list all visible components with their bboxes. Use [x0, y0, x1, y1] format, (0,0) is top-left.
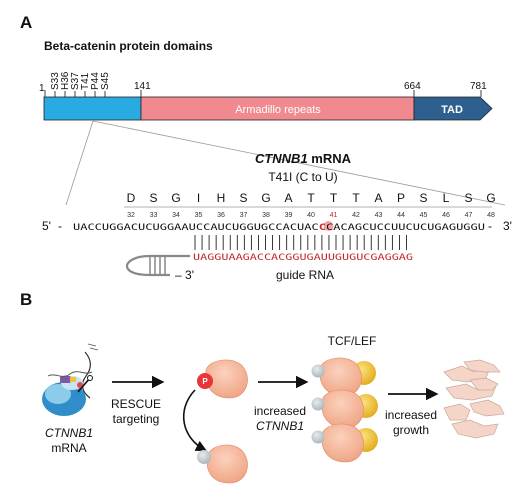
codon-number: 39 [285, 212, 293, 219]
rescue-label-line1: RESCUE [111, 397, 161, 411]
amino-acid: D [127, 191, 136, 205]
site-labels: 1 S33 H36 S37 T41 P44 S45 [39, 71, 111, 94]
site-label: S37 [70, 72, 81, 90]
sequence-right: CACAGCUCCUUCUCUGAGUGGU [326, 223, 485, 233]
hairpin-icon [125, 254, 190, 277]
tcf-lef-label: TCF/LEF [328, 334, 377, 348]
codon-number: 45 [420, 212, 428, 219]
amino-acid: S [419, 191, 427, 205]
zoom-line-right [92, 120, 506, 206]
position-141: 141 [134, 81, 151, 92]
codon-number-row: 32 33 34 35 36 37 38 39 40 41 42 43 44 45 46 47 48 [127, 212, 495, 219]
five-prime-label: 5' [42, 219, 51, 233]
amino-acid: A [374, 191, 382, 205]
codon-number: 42 [352, 212, 360, 219]
zoom-line-left [65, 120, 94, 206]
mrna-suffix: mRNA [308, 151, 352, 166]
panel-b-mrna-gene: CTNNB1 [45, 426, 93, 440]
amino-acid: S [239, 191, 247, 205]
codon-number: 40 [307, 212, 315, 219]
three-prime-label: 3' [503, 219, 512, 233]
amino-acid: I [197, 191, 200, 205]
growth-label: growth [393, 423, 429, 437]
mrna-ribosome-icon [42, 343, 99, 416]
sequence-left: UACCUGGACUCUGGAAUCCAUCUGGUGCCACUAC [73, 223, 319, 233]
armadillo-label: Armadillo repeats [235, 104, 321, 116]
guide-rna-label: guide RNA [276, 268, 334, 282]
codon-number: 35 [195, 212, 203, 219]
start-position: 1 [39, 83, 45, 94]
codon-number: 48 [487, 212, 495, 219]
amino-acid: H [217, 191, 226, 205]
phospho-beta-catenin: P [197, 359, 248, 399]
three-prime-dash: - [488, 219, 492, 233]
proliferating-cells-icon [443, 359, 505, 439]
codon-number: 46 [442, 212, 450, 219]
guide-sequence: UAGGUAAGACCACGGUGAUUGUGUCGAGGAG [193, 253, 413, 263]
site-label: P44 [90, 72, 101, 90]
increased-label: increased [254, 404, 306, 418]
position-781: 781 [470, 81, 487, 92]
amino-acid: T [307, 191, 315, 205]
mrna-title: CTNNB1 mRNA [255, 151, 352, 166]
five-prime-dash: - [58, 219, 62, 233]
degradation-arrow [182, 389, 207, 452]
guide-three-prime: – 3' [175, 268, 194, 282]
rescue-label-line2: targeting [113, 412, 160, 426]
n-terminal-domain [43, 96, 142, 121]
highlight-circle [323, 221, 334, 231]
panel-b-letter: B [20, 290, 32, 309]
amino-acid: G [261, 191, 270, 205]
site-label: H36 [60, 71, 71, 90]
panel-b-mrna-word: mRNA [51, 441, 86, 455]
codon-number: 47 [465, 212, 473, 219]
codon-number: 38 [262, 212, 270, 219]
increased-growth-label: increased [385, 408, 437, 422]
amino-acid: G [486, 191, 495, 205]
base-pair-lines [194, 235, 407, 250]
amino-acid: A [284, 191, 292, 205]
amino-acid: T [330, 191, 338, 205]
codon-number: 32 [127, 212, 135, 219]
phospho-marker [197, 373, 213, 389]
phospho-label: P [202, 377, 208, 386]
amino-acid: G [171, 191, 180, 205]
codon-number: 36 [217, 212, 225, 219]
position-664: 664 [404, 81, 421, 92]
tcf-complex-stack [311, 357, 378, 463]
site-label: T41 [80, 72, 91, 90]
codon-number: 33 [150, 212, 158, 219]
mrna-gene-name: CTNNB1 [255, 151, 308, 166]
site-label: S33 [50, 72, 61, 90]
site-label: S45 [100, 72, 111, 90]
codon-number: 34 [172, 212, 180, 219]
codon-number: 44 [397, 212, 405, 219]
site-ticks [44, 90, 482, 97]
domain-title: Beta-catenin protein domains [44, 39, 213, 53]
amino-acid: P [397, 191, 405, 205]
amino-acid: T [352, 191, 360, 205]
beta-catenin-unphosphorylated [197, 444, 248, 484]
amino-acid: S [149, 191, 157, 205]
mutated-base: C [319, 223, 326, 233]
codon-number: 43 [375, 212, 383, 219]
mutation-label: T41I (C to U) [268, 170, 337, 184]
panel-a-letter: A [20, 13, 32, 32]
tad-domain [413, 96, 493, 121]
codon-number: 41 [330, 212, 338, 219]
tad-label: TAD [441, 104, 463, 116]
increased-gene-label: CTNNB1 [256, 419, 304, 433]
amino-acid: S [464, 191, 472, 205]
codon-number: 37 [240, 212, 248, 219]
panel-b-mrna-label: CTNNB1 [45, 426, 93, 440]
amino-acid: L [443, 191, 450, 205]
